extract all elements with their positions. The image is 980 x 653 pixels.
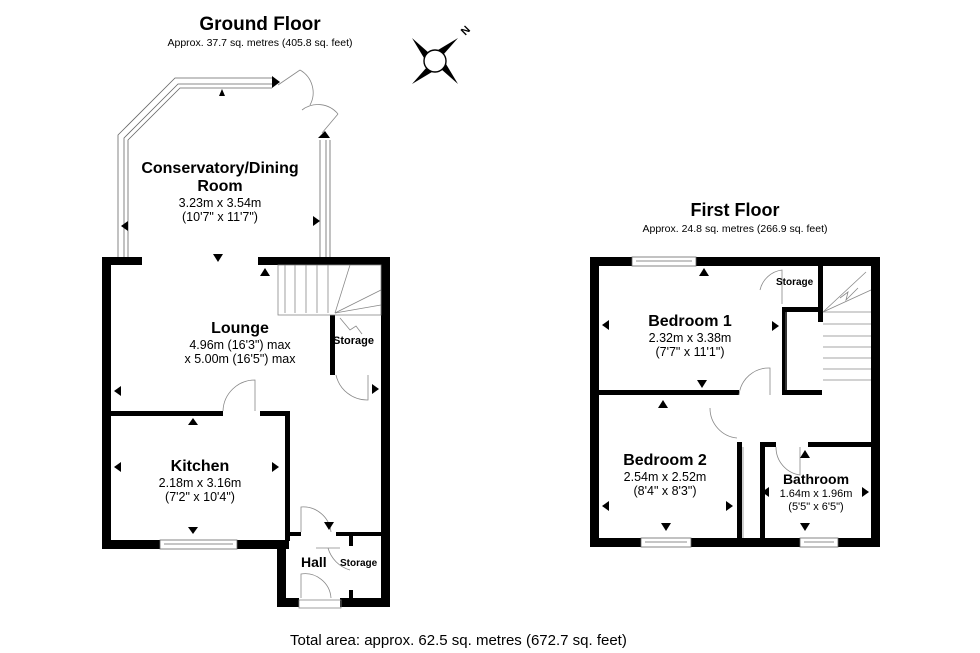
conservatory-label: Conservatory/Dining Room 3.23m x 3.54m (… (120, 160, 320, 224)
hall-label: Hall (301, 554, 327, 570)
ground-floor-area: Approx. 37.7 sq. metres (405.8 sq. feet) (167, 37, 353, 49)
ground-floor-title: Ground Floor (199, 14, 321, 35)
first-floor-doors (709, 269, 801, 538)
bedroom2-metric: 2.54m x 2.52m (623, 470, 707, 484)
bathroom-name: Bathroom (782, 471, 850, 487)
first-floor-area: Approx. 24.8 sq. metres (266.9 sq. feet) (642, 223, 828, 235)
first-floor-plan (590, 256, 880, 548)
bedroom2-name: Bedroom 2 (623, 452, 707, 469)
bathroom-label: Bathroom 1.64m x 1.96m (5'5" x 6'5") (766, 470, 866, 514)
ground-floor-doors (222, 374, 369, 609)
lounge-name: Lounge (211, 320, 269, 337)
bathroom-metric: 1.64m x 1.96m (779, 488, 853, 500)
bedroom1-metric: 2.32m x 3.38m (648, 331, 732, 345)
bedroom2-label: Bedroom 2 2.54m x 2.52m (8'4" x 8'3") (565, 452, 765, 498)
bedroom1-name: Bedroom 1 (648, 313, 732, 330)
first-floor-title: First Floor (690, 200, 780, 220)
ground-floor-stairs (277, 264, 382, 335)
conservatory-metric: 3.23m x 3.54m (178, 196, 262, 210)
kitchen-label: Kitchen 2.18m x 3.16m (7'2" x 10'4") (100, 458, 300, 504)
first-floor-storage-label: Storage (776, 277, 814, 288)
conservatory-french-doors (277, 69, 339, 134)
bedroom2-imperial: (8'4" x 8'3") (633, 484, 697, 498)
first-floor-measure-arrows (602, 268, 869, 531)
lounge-label: Lounge 4.96m (16'3") max x 5.00m (16'5")… (140, 320, 340, 366)
bathroom-imperial: (5'5" x 6'5") (788, 501, 844, 513)
ground-floor-plan (102, 69, 390, 609)
ground-floor-measure-arrows (114, 89, 379, 534)
kitchen-metric: 2.18m x 3.16m (158, 476, 242, 490)
kitchen-name: Kitchen (170, 458, 230, 475)
kitchen-imperial: (7'2" x 10'4") (165, 490, 235, 504)
lounge-dim-line1: 4.96m (16'3") max (189, 338, 291, 352)
ground-floor-walls (102, 257, 390, 607)
total-area: Total area: approx. 62.5 sq. metres (672… (290, 632, 627, 649)
ground-floor-windows (159, 539, 238, 550)
first-floor-windows (631, 256, 839, 548)
first-floor-walls (590, 257, 880, 547)
bedroom1-imperial: (7'7" x 11'1") (655, 345, 725, 359)
hall-storage-label: Storage (340, 558, 378, 569)
conservatory-name-line1: Conservatory/Dining (141, 160, 299, 177)
lounge-storage-label: Storage (333, 335, 374, 347)
compass-rose-icon (412, 38, 458, 84)
bedroom1-label: Bedroom 1 2.32m x 3.38m (7'7" x 11'1") (590, 313, 790, 359)
lounge-dim-line2: x 5.00m (16'5") max (184, 352, 296, 366)
conservatory-name-line2: Room (197, 178, 243, 195)
first-floor-stairs (822, 271, 872, 381)
conservatory-glazing (117, 77, 331, 263)
conservatory-imperial: (10'7" x 11'7") (182, 210, 258, 224)
